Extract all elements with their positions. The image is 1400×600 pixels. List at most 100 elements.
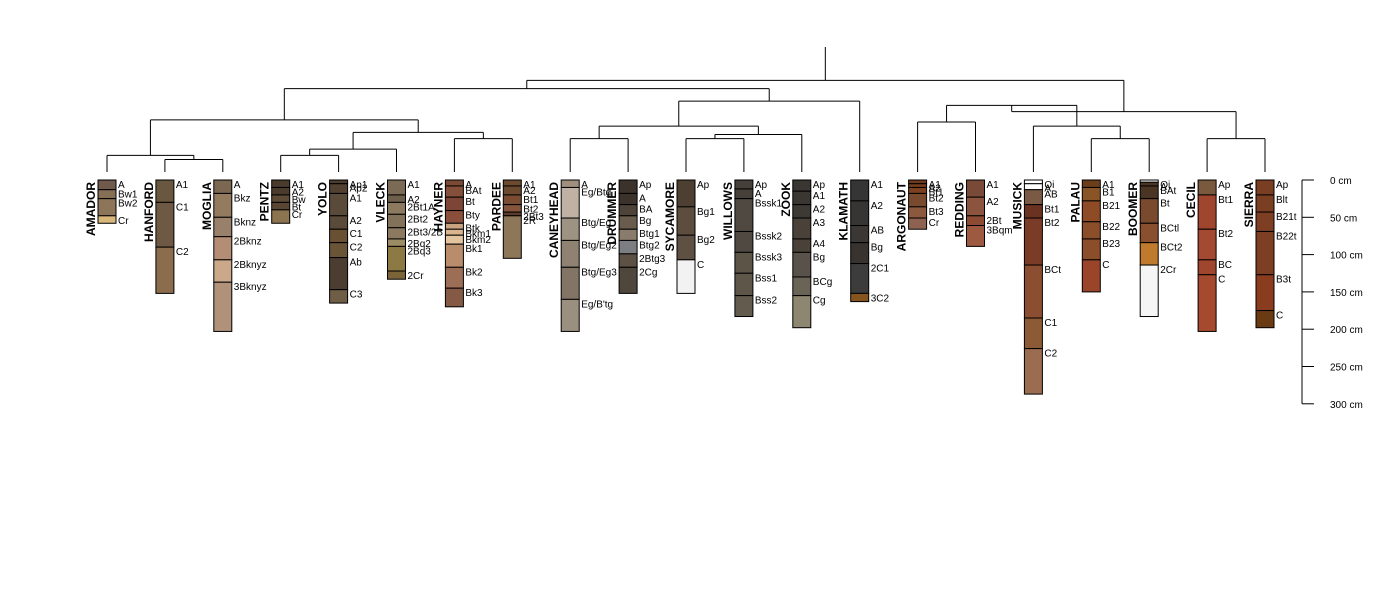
horizon-amador-1 — [97, 189, 117, 200]
horizon-label: BCt — [1044, 265, 1061, 276]
horizon-label: C2 — [1044, 349, 1057, 360]
horizon-klamath-4 — [850, 263, 870, 294]
horizon-label: Bt1 — [1218, 195, 1233, 206]
profile-name: PALAU — [1068, 182, 1082, 222]
horizon-label: Ap1 — [350, 180, 368, 191]
horizon-label: A — [755, 189, 762, 200]
horizon-label: Oi — [1160, 180, 1170, 191]
horizon-sycamore-0 — [676, 179, 696, 208]
horizon-zook-0 — [792, 179, 812, 192]
horizon-willows-5 — [734, 272, 754, 297]
horizon-label: Bkm2 — [465, 235, 491, 246]
horizon-label: Btg1 — [639, 229, 660, 240]
profile-name: CECIL — [1184, 182, 1198, 218]
horizon-label: B22 — [1102, 222, 1120, 233]
horizon-label: B3t — [1276, 275, 1291, 286]
horizon-palau-3 — [1081, 221, 1101, 240]
horizon-boomer-3 — [1139, 198, 1159, 224]
horizon-klamath-5 — [850, 292, 870, 303]
horizon-label: A2 — [350, 216, 363, 227]
horizon-label: C2 — [176, 247, 189, 258]
depth-tick-label: 100 cm — [1330, 251, 1363, 262]
horizon-label: A2 — [871, 201, 884, 212]
horizon-label: Btg2 — [639, 240, 660, 251]
horizon-label: BAt — [1160, 186, 1176, 197]
horizon-label: Bw — [292, 195, 307, 206]
horizon-label: Bssk3 — [755, 252, 783, 263]
horizon-drummer-6 — [618, 253, 638, 268]
horizon-argonaut-2 — [908, 186, 928, 194]
horizon-boomer-5 — [1139, 242, 1159, 266]
horizon-label: C2 — [350, 243, 363, 254]
horizon-pardee-4 — [502, 211, 522, 217]
horizon-willows-1 — [734, 188, 754, 200]
horizon-label: 2Bknyz — [234, 260, 267, 271]
horizon-label: 2Bt3 — [523, 212, 544, 223]
horizon-willows-3 — [734, 230, 754, 253]
horizon-label: A4 — [813, 239, 826, 250]
horizon-musick-5 — [1023, 264, 1043, 319]
horizon-label: Ap2 — [350, 184, 368, 195]
profile-name: ARGONAUT — [895, 181, 909, 251]
horizon-label: A2 — [292, 187, 305, 198]
horizon-label: Oi — [1044, 180, 1054, 191]
profile-name: ZOOK — [779, 182, 793, 217]
horizon-label: B21t — [1276, 212, 1297, 223]
horizon-boomer-4 — [1139, 222, 1159, 244]
horizon-label: A1 — [1102, 180, 1115, 191]
horizon-zook-7 — [792, 295, 812, 329]
horizon-pardee-5 — [502, 215, 522, 259]
horizon-label: A1 — [813, 191, 826, 202]
horizon-label: A1 — [350, 193, 363, 204]
horizon-yolo-7 — [329, 289, 349, 304]
horizon-label: 2Cr — [1160, 265, 1177, 276]
profile-name: SYCAMORE — [663, 182, 677, 251]
horizon-vleck-6 — [387, 245, 406, 272]
profile-name: YOLO — [316, 182, 330, 216]
horizon-label: Bk3 — [465, 288, 483, 299]
horizon-musick-7 — [1023, 348, 1043, 395]
horizon-label: BCtl — [1160, 223, 1179, 234]
horizon-label: A — [639, 193, 646, 204]
horizon-pardee-3 — [502, 204, 522, 213]
horizon-musick-6 — [1023, 317, 1043, 350]
horizon-label: 2Bt3/2B — [408, 228, 444, 239]
horizon-label: Bss2 — [755, 296, 778, 307]
horizon-vleck-7 — [387, 270, 406, 280]
horizon-pentz-4 — [271, 209, 291, 224]
depth-tick-label: 300 cm — [1330, 400, 1363, 411]
horizon-label: Bk1 — [465, 244, 483, 255]
horizon-label: Ap — [697, 180, 710, 191]
horizon-label: Ap — [1218, 180, 1231, 191]
horizon-label: B21 — [1102, 201, 1120, 212]
horizon-label: BAt — [465, 186, 481, 197]
horizon-hayner-1 — [444, 185, 464, 198]
horizon-label: 2Bq2 — [408, 239, 432, 250]
horizon-vleck-4 — [387, 227, 406, 240]
horizon-label: A2 — [987, 197, 1000, 208]
horizon-label: Blt — [1276, 195, 1288, 206]
horizon-label: A — [118, 180, 125, 191]
horizon-klamath-1 — [850, 200, 870, 227]
horizon-boomer-2 — [1139, 185, 1159, 200]
horizon-label: Bt — [465, 197, 475, 208]
horizon-label: Bkm1 — [465, 229, 491, 240]
horizon-label: C — [1218, 275, 1225, 286]
horizon-redding-3 — [966, 225, 985, 247]
horizon-moglia-2 — [213, 216, 233, 238]
horizon-label: 2Cg — [639, 267, 657, 278]
depth-tick-label: 0 cm — [1330, 176, 1352, 187]
horizon-moglia-5 — [213, 281, 233, 332]
horizon-sierra-4 — [1255, 274, 1275, 312]
horizon-amador-2 — [97, 198, 117, 217]
horizon-cecil-3 — [1197, 259, 1217, 276]
horizon-caneyhead-0 — [560, 179, 580, 188]
